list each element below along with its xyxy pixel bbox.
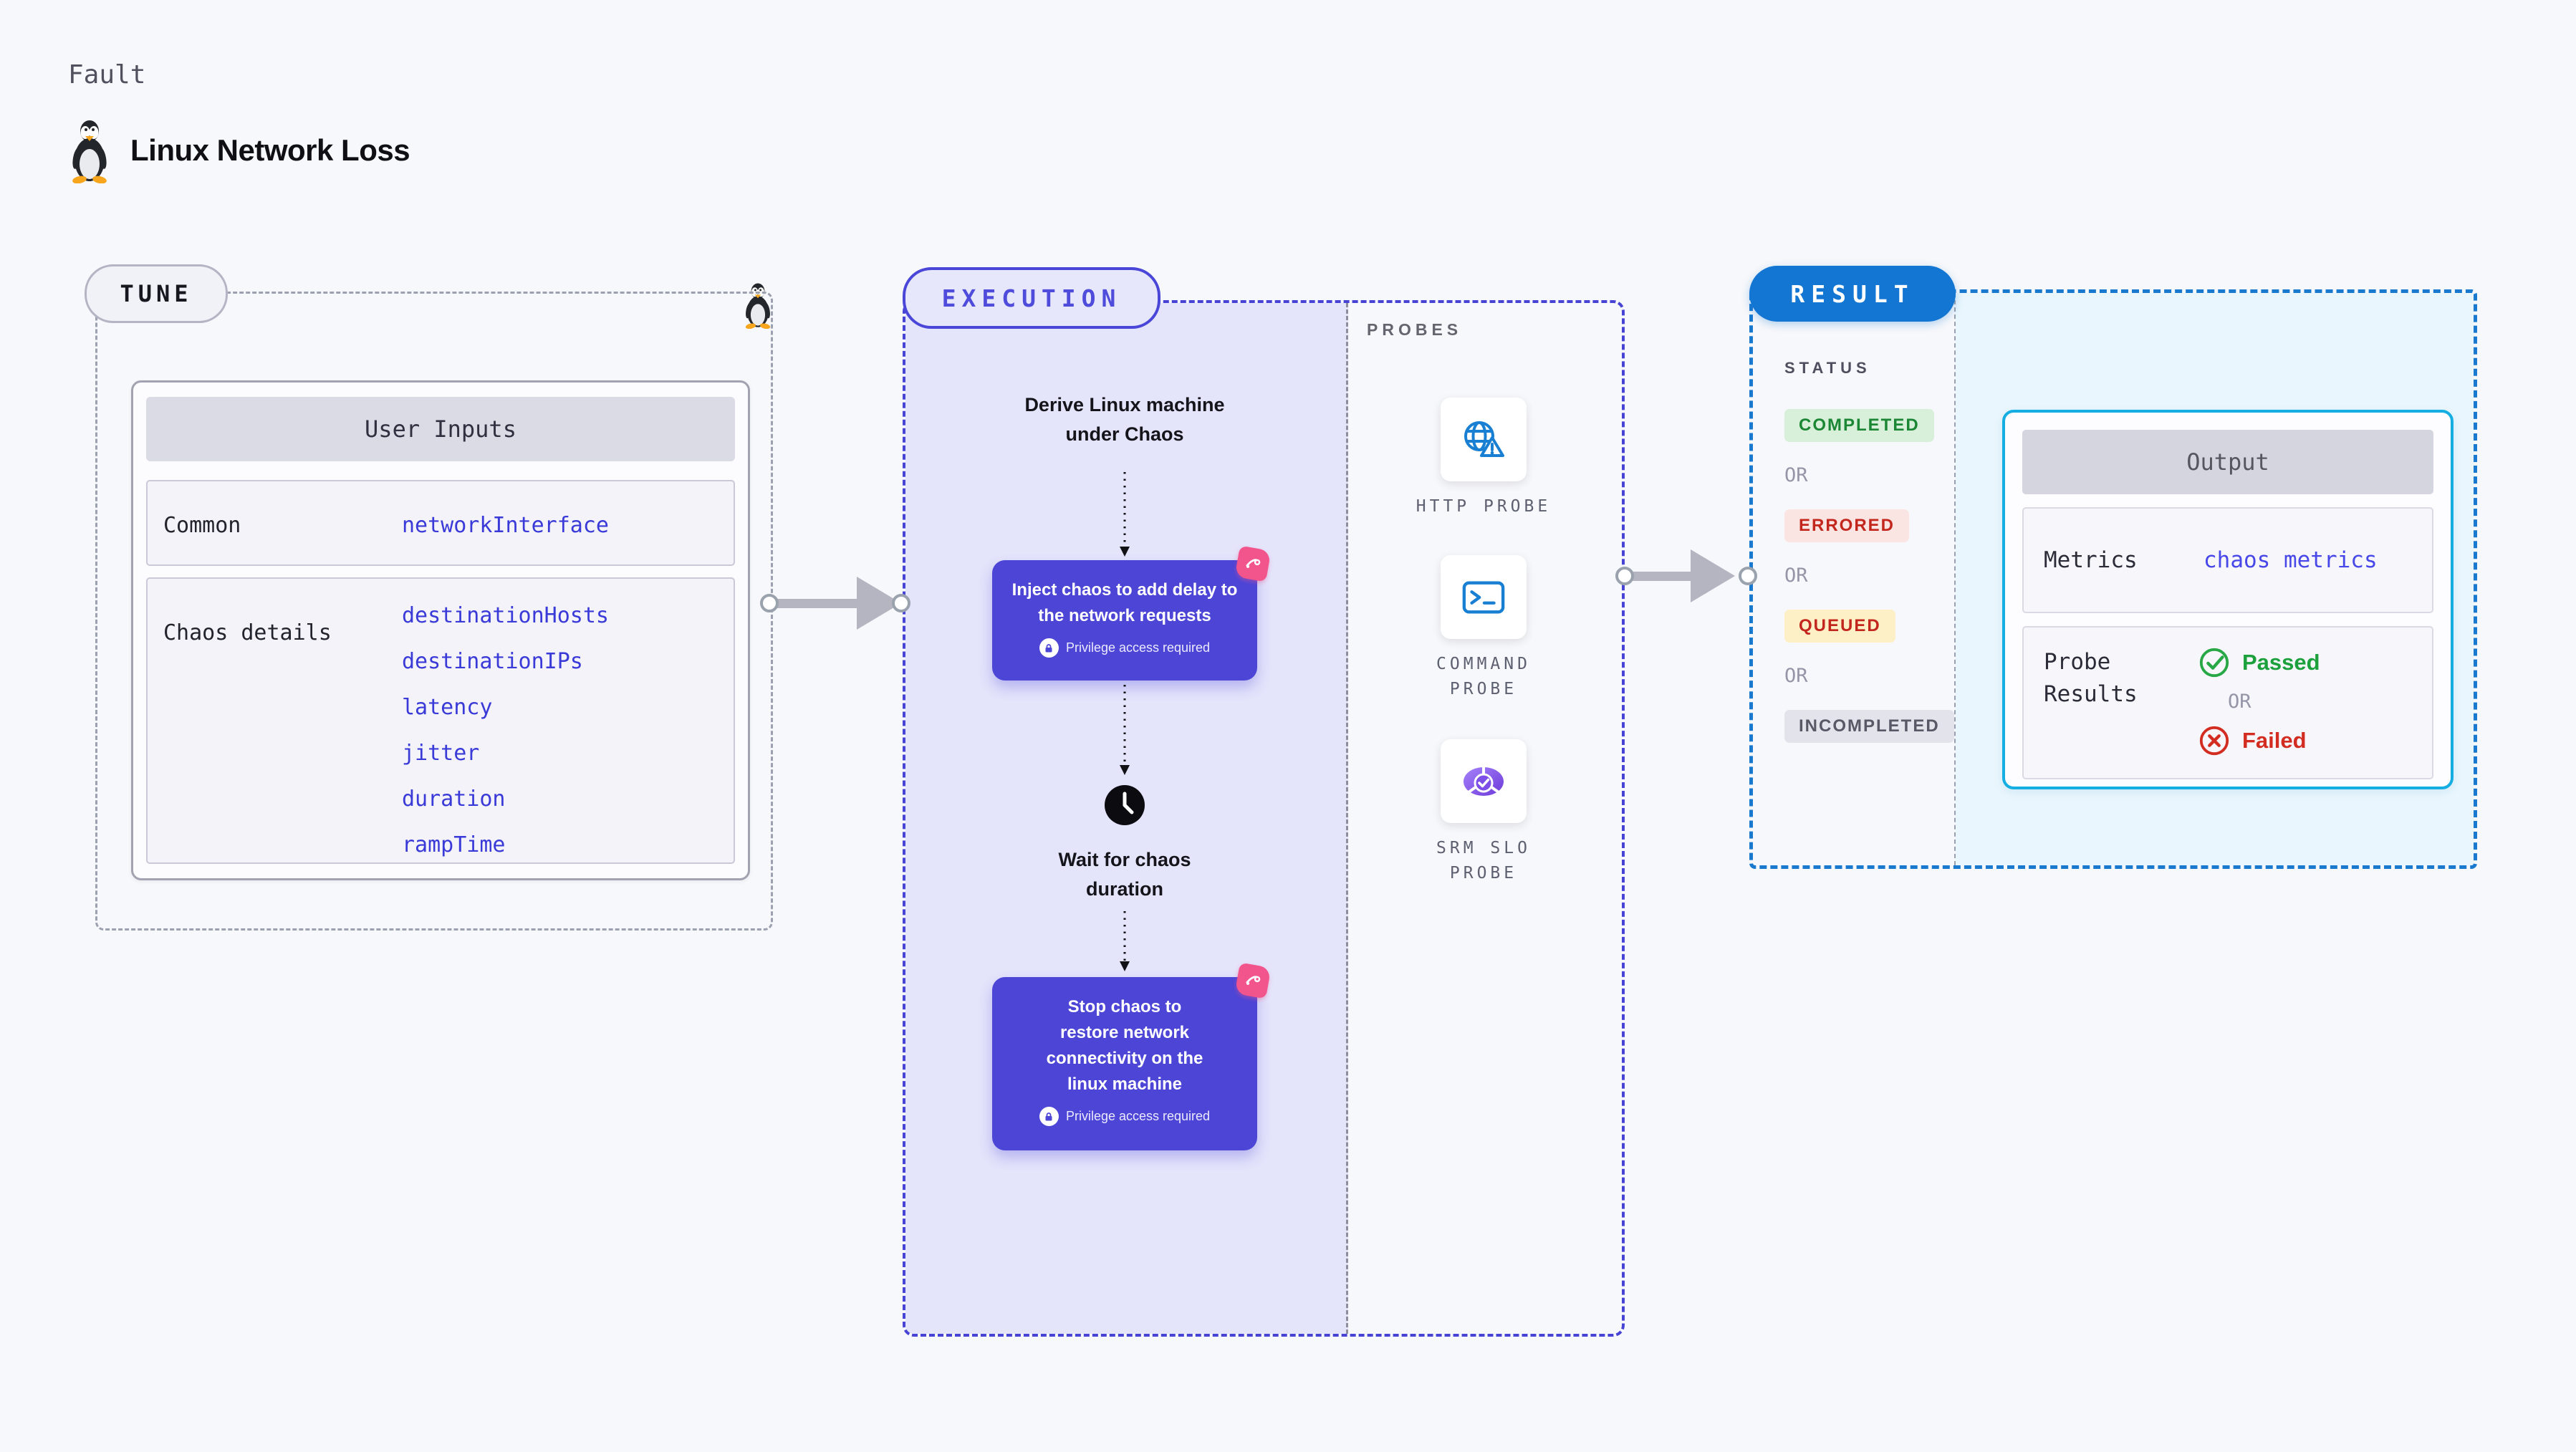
connector-dot — [760, 594, 779, 612]
stop-chaos-node: Stop chaos to restore network connectivi… — [992, 962, 1272, 1150]
failed-label: Failed — [2242, 728, 2307, 753]
inject-chaos-node: Inject chaos to add delay to the network… — [992, 545, 1272, 681]
metrics-row: Metrics chaos metrics — [2022, 507, 2433, 613]
metrics-label: Metrics — [2044, 547, 2138, 573]
flow-arrow-down — [1120, 472, 1130, 557]
tune-label-pill: TUNE — [85, 264, 228, 323]
status-column: STATUS COMPLETED OR ERRORED OR QUEUED OR… — [1753, 293, 1956, 865]
input-row-common: Common networkInterface — [146, 480, 735, 566]
input-value: destinationHosts — [402, 603, 609, 628]
input-value-list: destinationHosts destinationIPs latency … — [402, 593, 609, 868]
execution-flow-area: Derive Linux machine under Chaos Inject … — [905, 303, 1348, 1334]
user-inputs-header: User Inputs — [146, 397, 735, 461]
or-label: OR — [1784, 464, 1808, 486]
status-badge-errored: ERRORED — [1784, 509, 1910, 542]
probe-results-row: Probe Results Passed OR Failed — [2022, 626, 2433, 779]
fault-eyebrow: Fault — [68, 60, 146, 90]
user-inputs-card: User Inputs Common networkInterface Chao… — [131, 380, 750, 880]
probes-section: PROBES HTTP PROBE COMMAND PROBE — [1348, 303, 1622, 1334]
probe-results-label: Probe Results — [2044, 649, 2138, 707]
input-value: latency — [402, 695, 493, 720]
input-value: duration — [402, 787, 506, 812]
flow-arrow-down — [1120, 685, 1130, 775]
probes-heading: PROBES — [1367, 320, 1463, 339]
http-probe-card — [1441, 398, 1527, 481]
linux-tux-icon-small — [745, 283, 771, 329]
status-badge-completed: COMPLETED — [1784, 409, 1934, 442]
execution-section: Derive Linux machine under Chaos Inject … — [903, 300, 1625, 1337]
status-heading: STATUS — [1784, 359, 1871, 377]
clock-icon — [1104, 784, 1145, 830]
failed-x-icon — [2199, 726, 2229, 756]
status-badge-queued: QUEUED — [1784, 610, 1895, 643]
input-row-chaos-details: Chaos details destinationHosts destinati… — [146, 577, 735, 864]
connector-dot — [1739, 567, 1757, 585]
probe-result-passed: Passed — [2198, 646, 2320, 679]
status-badge-incompleted: INCOMPLETED — [1784, 710, 1954, 743]
command-probe-card — [1441, 555, 1527, 639]
metrics-value: chaos metrics — [2203, 547, 2378, 573]
result-label-pill: RESULT — [1749, 266, 1956, 322]
execution-to-result-arrow-head — [1691, 549, 1735, 602]
or-label: OR — [1784, 665, 1808, 687]
tune-to-execution-arrow-shaft — [769, 599, 858, 608]
chaos-icon — [1234, 545, 1272, 582]
input-key: Common — [163, 513, 241, 538]
probe-result-failed: Failed — [2198, 724, 2307, 757]
http-probe-label: HTTP PROBE — [1416, 497, 1552, 516]
passed-label: Passed — [2242, 650, 2320, 675]
srm-slo-probe-label: SRM SLO PROBE — [1436, 839, 1531, 883]
globe-alert-icon — [1464, 420, 1504, 457]
input-key: Chaos details — [163, 620, 332, 645]
output-header: Output — [2022, 430, 2433, 494]
lock-icon — [1039, 1107, 1059, 1126]
derive-step-label: Derive Linux machine under Chaos — [1024, 394, 1225, 445]
execution-label-pill: EXECUTION — [903, 267, 1160, 329]
inject-step-label: Inject chaos to add delay to the network… — [1011, 580, 1238, 625]
input-value: rampTime — [402, 832, 506, 857]
or-label: OR — [2228, 691, 2251, 713]
chaos-icon — [1234, 962, 1272, 999]
connector-dot — [1615, 567, 1634, 585]
lock-icon — [1039, 638, 1059, 658]
wait-step-label: Wait for chaos duration — [1058, 849, 1191, 900]
stop-step-label: Stop chaos to restore network connectivi… — [1046, 997, 1203, 1094]
command-probe-label: COMMAND PROBE — [1436, 655, 1531, 698]
privilege-note: Privilege access required — [1065, 1109, 1211, 1123]
output-card: Output Metrics chaos metrics Probe Resul… — [2002, 410, 2454, 789]
result-section: STATUS COMPLETED OR ERRORED OR QUEUED OR… — [1749, 289, 2477, 869]
input-value: destinationIPs — [402, 649, 583, 674]
gauge-check-icon — [1464, 765, 1504, 796]
page-title: Linux Network Loss — [130, 133, 410, 167]
passed-check-icon — [2199, 648, 2229, 678]
connector-dot — [892, 594, 910, 612]
or-label: OR — [1784, 564, 1808, 587]
input-value: networkInterface — [402, 513, 609, 538]
srm-slo-probe-card — [1441, 739, 1527, 823]
linux-tux-icon — [72, 120, 107, 183]
flow-arrow-down — [1120, 911, 1130, 971]
terminal-icon — [1462, 580, 1505, 614]
privilege-note: Privilege access required — [1065, 640, 1211, 655]
execution-to-result-arrow-shaft — [1625, 572, 1692, 581]
input-value: jitter — [402, 741, 480, 766]
